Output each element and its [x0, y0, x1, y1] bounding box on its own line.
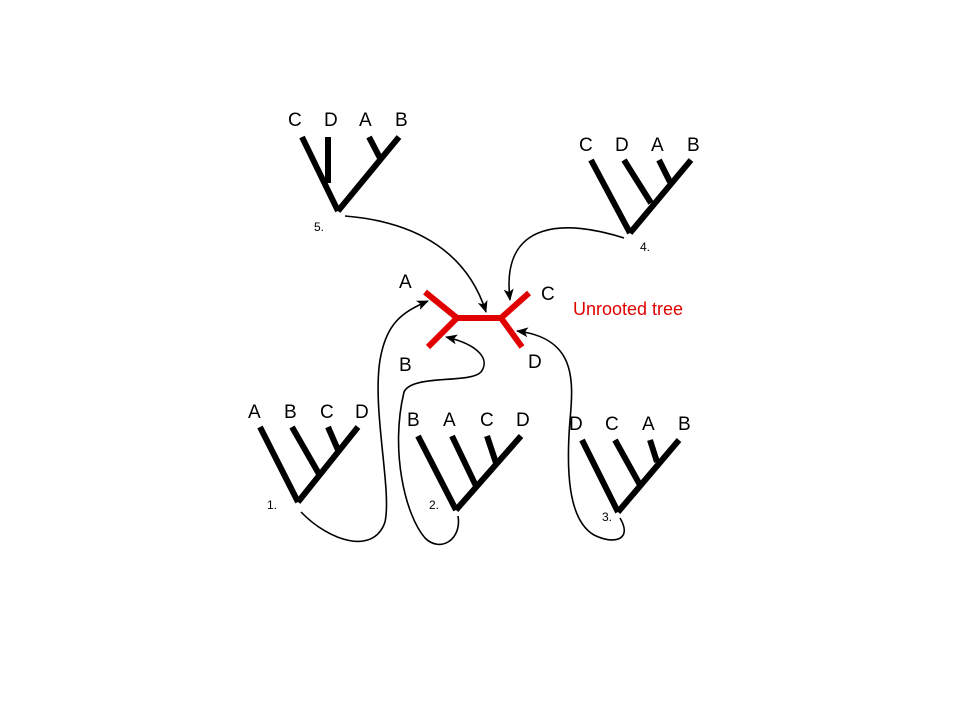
- arrow-tree-4: [503, 227, 625, 301]
- tree-2-leaf: A: [443, 410, 456, 431]
- tree-4-leaf: C: [579, 135, 593, 156]
- tree-3-branch: [615, 438, 682, 514]
- arrow-tree-1: [300, 300, 429, 543]
- arrow-tree-5: [344, 215, 488, 313]
- unrooted-branch-d: [498, 316, 525, 349]
- tree-1-branch: [325, 425, 341, 452]
- tree-1-branch: [289, 425, 322, 476]
- tree-5-leaf: B: [395, 110, 408, 131]
- arrow-tree-2: [397, 334, 485, 546]
- tree-1-branch: [257, 425, 301, 504]
- tree-4-branch: [656, 158, 673, 184]
- tree-3-branch: [647, 439, 660, 463]
- tree-5-leaf: C: [288, 110, 302, 131]
- unrooted-label-a: A: [399, 272, 412, 293]
- tree-4-leaf: B: [687, 135, 700, 156]
- unrooted-caption: Unrooted tree: [573, 299, 683, 319]
- tree-4-leaf: A: [651, 135, 664, 156]
- tree-2: B A C D 2.: [407, 410, 530, 512]
- tree-1-leaf: A: [248, 402, 261, 423]
- tree-5-number: 5.: [314, 220, 324, 234]
- tree-3-branch: [612, 438, 643, 487]
- tree-1: A B C D 1.: [248, 402, 369, 512]
- tree-3-number: 3.: [602, 510, 612, 524]
- tree-3-leaf: C: [605, 414, 619, 435]
- arrows: [300, 215, 626, 546]
- tree-2-branch: [415, 434, 459, 512]
- tree-4-branch: [588, 158, 633, 235]
- tree-1-branch: [295, 425, 361, 504]
- tree-1-leaf: B: [284, 402, 297, 423]
- tree-5-leaf: A: [359, 110, 372, 131]
- tree-3-leaf: A: [642, 414, 655, 435]
- tree-1-leaf: D: [355, 402, 369, 423]
- unrooted-tree: A B C D Unrooted tree: [399, 272, 683, 376]
- tree-2-leaf: D: [516, 410, 530, 431]
- unrooted-label-d: D: [528, 352, 542, 373]
- tree-2-branch: [484, 435, 499, 464]
- arrow-tree-3: [516, 327, 626, 541]
- tree-3: D C A B 3.: [569, 414, 691, 524]
- tree-2-leaf: B: [407, 410, 420, 431]
- unrooted-label-b: B: [399, 355, 412, 376]
- tree-5-leaf: D: [324, 110, 338, 131]
- unrooted-branch-b: [425, 315, 460, 350]
- tree-3-leaf: D: [569, 414, 583, 435]
- tree-4-number: 4.: [640, 240, 650, 254]
- tree-3-leaf: B: [678, 414, 691, 435]
- tree-4-branch: [627, 158, 694, 235]
- tree-2-branch: [449, 434, 479, 488]
- tree-3-branch: [579, 438, 621, 514]
- tree-2-leaf: C: [480, 410, 494, 431]
- tree-5-branch: [335, 135, 402, 213]
- tree-2-branch: [453, 434, 524, 512]
- tree-5-branch: [366, 135, 384, 162]
- tree-1-number: 1.: [267, 498, 277, 512]
- tree-1-leaf: C: [320, 402, 334, 423]
- tree-2-number: 2.: [429, 498, 439, 512]
- tree-5: C D A B 5.: [288, 110, 408, 234]
- unrooted-branch-c: [499, 290, 531, 321]
- tree-4-leaf: D: [615, 135, 629, 156]
- unrooted-label-c: C: [541, 284, 555, 305]
- tree-4: C D A B 4.: [579, 135, 700, 254]
- tree-4-branch: [621, 158, 654, 205]
- unrooted-branch-a: [423, 289, 459, 321]
- tree-5-branch: [299, 135, 341, 213]
